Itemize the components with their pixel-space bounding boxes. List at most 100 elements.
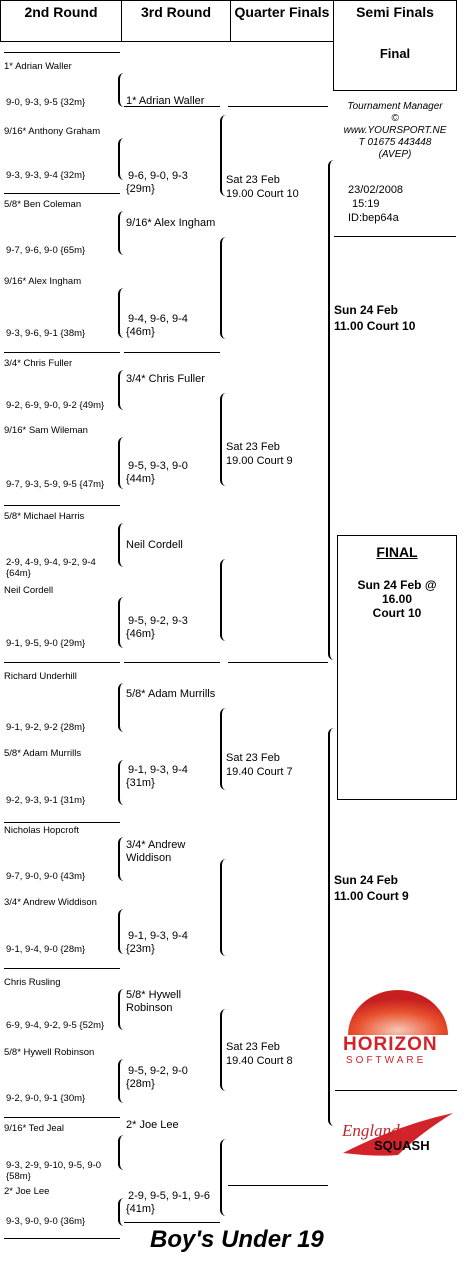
round2-separator [4,505,120,506]
round2-score: 9-3, 9-3, 9-4 {32m} [6,170,86,181]
round2-separator [4,352,120,353]
round3-bracket-line [220,237,226,339]
round2-bracket-line [118,288,124,338]
round3-score-line2: {46m} [126,628,155,640]
horizon-arc-icon [348,990,448,1035]
sf-1: Sun 24 Feb 11.00 Court 10 [334,302,415,334]
round2-bracket-line [118,1135,124,1170]
qf-separator [228,662,328,663]
round2-player-name: 9/16* Alex Ingham [4,276,82,287]
final-title: FINAL [376,544,418,560]
sf-1-date: Sun 24 Feb [334,303,399,317]
squash-text-2: SQUASH [374,1138,430,1153]
round2-bracket-line [118,138,124,180]
round3-score-line2: {46m} [126,326,155,338]
round2-bracket-line [118,989,124,1030]
round2-player-name: 3/4* Chris Fuller [4,358,73,369]
round2-bracket-line [118,597,124,648]
round2-player-name: 3/4* Andrew Widdison [4,897,97,908]
round2-player-name: 2* Joe Lee [4,1186,50,1197]
round3-bracket-line [220,1139,226,1216]
round3-score-line1: 2-9, 9-5, 9-1, 9-6 [128,1190,210,1202]
round3-score-line1: 9-5, 9-2, 9-3 [128,615,188,627]
round3-score-line1: 9-6, 9-0, 9-3 [128,170,188,182]
round3-score-line2: {29m} [126,183,155,195]
qf-match-date: Sat 23 Feb [226,1041,280,1053]
round2-player-name: 9/16* Ted Jeal [4,1123,65,1134]
england-text: England [342,1121,400,1140]
tournament-manager-info: Tournament Manager © www.YOURSPORT.NE T … [335,101,455,161]
round3-score-line1: 9-5, 9-3, 9-0 [128,460,188,472]
round3-separator [124,662,220,663]
round3-score-line2: {31m} [126,777,155,789]
round2-player-name: Neil Cordell [4,585,54,596]
round3-player-name: 3/4* Chris Fuller [126,373,205,385]
tm-date-block: 23/02/2008 15:19 ID:bep64a [348,183,403,225]
tm-id: ID:bep64a [348,212,399,224]
round3-player-name: 2* Joe Lee [126,1119,179,1131]
logo-divider [335,1090,457,1091]
round2-separator [4,193,120,194]
round2-score: 9-1, 9-5, 9-0 {29m} [6,638,86,649]
round2-bracket-line [118,370,124,410]
round2-score: 6-9, 9-4, 9-2, 9-5 {52m} [6,1020,105,1031]
qf-match-court: 19.40 Court 8 [226,1055,293,1067]
sf-2: Sun 24 Feb 11.00 Court 9 [334,872,409,904]
round3-score-line2: {28m} [126,1078,155,1090]
round2-score: 9-0, 9-3, 9-5 {32m} [6,97,86,108]
header-3rd-round: 3rd Round [121,0,231,42]
round3-separator [124,106,220,107]
round3-player-name: 3/4* Andrew Widdison [126,839,186,864]
round2-player-name: 5/8* Hywell Robinson [4,1047,95,1058]
round3-separator [124,1222,220,1223]
header-quarter-finals: Quarter Finals [230,0,334,42]
round2-score: 9-3, 9-0, 9-0 {36m} [6,1216,86,1227]
tm-line-4: T 01675 443448 [358,137,432,148]
round3-score-line1: 9-5, 9-2, 9-0 [128,1065,188,1077]
round2-bracket-line [118,73,124,107]
qf-match-court: 19.00 Court 10 [226,188,299,200]
round2-separator [4,1238,120,1239]
round2-score: 9-2, 6-9, 9-0, 9-2 {49m} [6,400,105,411]
round3-bracket-line [220,708,226,790]
tm-time: 15:19 [352,198,380,210]
round3-score-line2: {44m} [126,473,155,485]
round2-score: 9-7, 9-6, 9-0 {65m} [6,245,86,256]
round2-separator [4,1117,120,1118]
header-semi-finals: Semi Finals Final [333,0,457,91]
round3-bracket-line [220,115,226,196]
horizon-subtext: SOFTWARE [346,1055,427,1066]
qf-separator [228,106,328,107]
qf-separator [228,1185,328,1186]
round3-player-name: 5/8* Adam Murrills [126,688,216,700]
round2-bracket-line [118,1198,124,1226]
round2-score: 9-7, 9-3, 5-9, 9-5 {47m} [6,479,105,490]
round2-separator [4,822,120,823]
tm-divider [334,236,456,237]
qf-match-court: 19.00 Court 9 [226,455,293,467]
horizon-logo: HORIZON SOFTWARE [340,990,455,1070]
round3-bracket-line [220,859,226,956]
sf-2-court: 11.00 Court 9 [334,889,409,903]
round3-score-line2: {23m} [126,943,155,955]
round3-score-line1: 9-1, 9-3, 9-4 [128,930,188,942]
round3-player-name: 5/8* Hywell Robinson [126,989,182,1014]
round2-score: 9-1, 9-4, 9-0 {28m} [6,944,86,955]
round2-player-name: Chris Rusling [4,977,61,988]
round2-score: 9-2, 9-0, 9-1 {30m} [6,1093,86,1104]
tm-line-5: (AVEP) [378,149,412,160]
round2-separator [4,52,120,53]
round2-bracket-line [118,437,124,489]
page-footer-title: Boy's Under 19 [150,1226,324,1253]
round2-score: 2-9, 4-9, 9-4, 9-2, 9-4 {64m} [6,557,96,579]
round3-separator [124,352,220,353]
round2-score: 9-1, 9-2, 9-2 {28m} [6,722,86,733]
round2-player-name: 9/16* Sam Wileman [4,425,88,436]
sf-bracket-bottom [328,728,334,1126]
round3-player-name: Neil Cordell [126,539,183,551]
tm-line-1: Tournament Manager [347,101,443,112]
qf-match-date: Sat 23 Feb [226,441,280,453]
round2-bracket-line [118,211,124,255]
final-label: Final [379,46,411,61]
round2-bracket-line [118,909,124,954]
